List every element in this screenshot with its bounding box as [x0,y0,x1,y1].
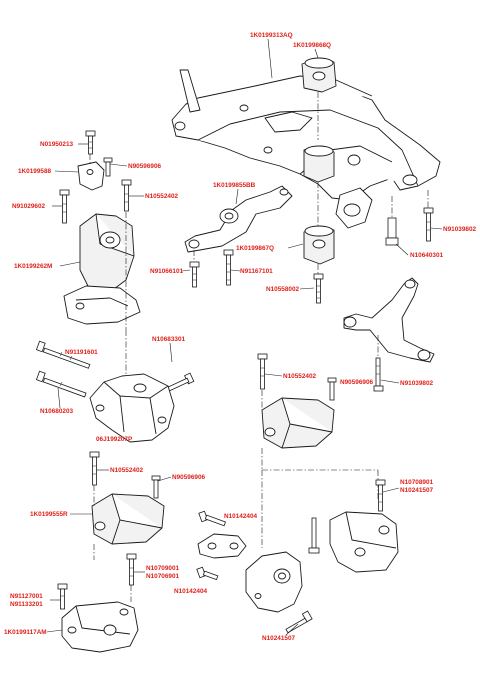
bolt-n10552402-c[interactable] [89,451,100,486]
bolt-n91167101[interactable] [223,249,234,286]
bolt-n01950213[interactable] [85,130,96,155]
label-bolt-n91191601: N91191601 [65,349,98,356]
bolt-n10552402-b[interactable] [257,353,268,390]
bracket-06j[interactable] [89,373,175,443]
label-bolt-n10552402-a: N10552402 [145,193,178,200]
lower-mount[interactable] [61,601,139,653]
label-bolt-n90596906-c: N90596906 [172,474,205,481]
label-bolt-n10241507-b: N10241507 [262,635,295,642]
label-bolt-n10142404-b: N10142404 [174,588,207,595]
bolt-n91191601[interactable] [35,340,91,369]
bolt-n91039802-b[interactable] [373,357,384,392]
label-bolt-n10708901: N10708901 [400,479,433,486]
trans-mount[interactable] [91,493,165,545]
nut-n10640301[interactable] [385,217,399,246]
label-bolt-n10709001: N10709001 [146,565,179,572]
bolt-n10241507-b[interactable] [285,610,313,634]
label-bolt-n01950213: N01950213 [40,141,73,148]
label-bolt-n10142404-a: N10142404 [224,513,257,520]
bolt-n10142404-a[interactable] [198,510,226,527]
label-bolt-n10241507-a: N10241507 [400,487,433,494]
bolt-n10708901[interactable] [375,479,386,512]
bolt-n91039802-a[interactable] [423,207,434,242]
bolt-n91066101[interactable] [189,261,200,288]
label-bolt-n10558002: N10558002 [266,286,299,293]
front-mount[interactable] [303,225,335,265]
label-bracket-1k0199588: 1K0199588 [18,168,51,175]
label-front-mount: 1K0199867Q [236,245,274,252]
label-bolt-n91029602: N91029602 [12,203,45,210]
label-bolt-n10552402-c: N10552402 [110,467,143,474]
torque-rod[interactable] [184,185,293,253]
label-rear-mount-top: 1K0199868Q [293,42,331,49]
bolt-n10552402-a[interactable] [121,179,132,212]
stud-left[interactable] [308,517,320,554]
label-engine-mount-left: 1K0199262M [14,263,52,270]
bolt-n10142404-b[interactable] [196,566,219,581]
trans-mount-upper[interactable] [261,397,335,449]
label-bolt-n10680203: N10680203 [40,408,73,415]
label-bracket-06j: 06J199207P [96,436,133,443]
bolt-n90596906-b[interactable] [327,377,337,401]
rear-bracket-assembly[interactable] [329,511,399,573]
control-arm[interactable] [343,277,435,363]
label-bolt-n10552402-b: N10552402 [283,373,316,380]
label-subframe: 1K0199313AQ [250,32,293,39]
label-bolt-n91039802-b: N91039802 [400,380,433,387]
bolt-n90596906-a[interactable] [103,157,113,177]
label-bolt-n91167101: N91167101 [240,268,273,275]
bolt-n90596906-c[interactable] [151,475,161,499]
subframe-bushing[interactable] [303,145,335,183]
rear-mount-top[interactable] [301,57,337,93]
bolt-n91029602[interactable] [59,189,70,224]
label-trans-mount: 1K0199555R [30,511,68,518]
label-nut-n10640301: N10640301 [410,252,443,259]
label-bolt-n90596906-a: N90596906 [128,163,161,170]
label-bolt-n10683301: N10683301 [152,336,185,343]
label-bolt-n90596906-b: N90596906 [340,379,373,386]
label-bolt-n91039802-a: N91039802 [443,226,476,233]
label-bolt-n91127001: N91127001 [10,593,43,600]
bolt-n10680203[interactable] [35,370,87,398]
label-bolt-n91066101: N91066101 [150,268,183,275]
label-bolt-n91133201: N91133201 [10,601,43,608]
label-torque-rod: 1K0199855BB [213,182,256,189]
small-bracket[interactable] [197,533,247,559]
bolt-n91127001[interactable] [57,583,68,610]
bolt-n10558002[interactable] [313,273,324,304]
label-bolt-n10706901: N10706901 [146,573,179,580]
engine-mount-left[interactable] [79,213,135,293]
engine-block-fragment[interactable] [63,285,141,325]
label-lower-mount: 1K0199117AM [4,629,47,636]
bracket-1k0199588[interactable] [77,161,105,191]
bolt-n10709001[interactable] [126,553,137,586]
gearbox-mount-bracket[interactable] [245,551,303,613]
subframe[interactable] [171,69,441,229]
